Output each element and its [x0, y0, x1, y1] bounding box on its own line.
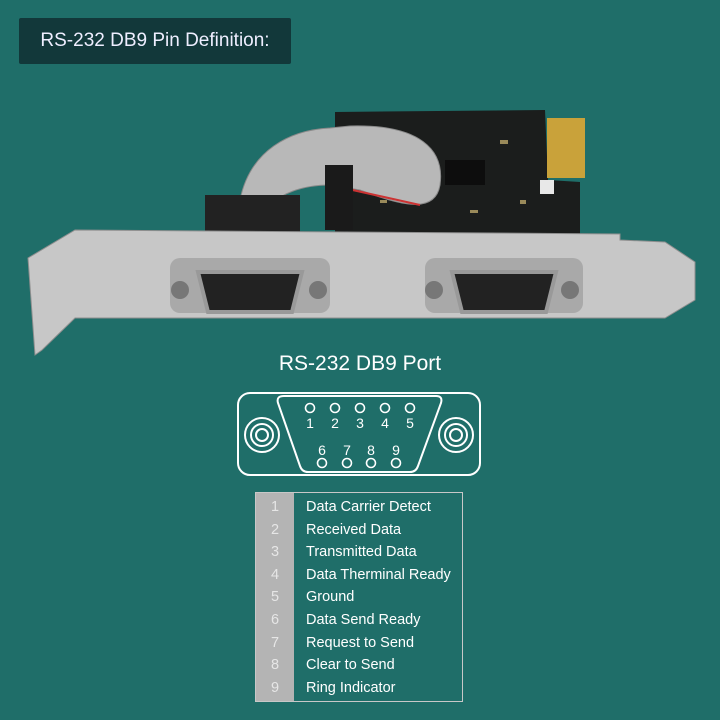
pin-name: Request to Send — [306, 634, 415, 651]
table-row: 1 Data Carrier Detect — [256, 496, 462, 519]
connector-shell — [276, 395, 443, 473]
pin-label: 1 — [306, 415, 314, 431]
pin-number: 3 — [270, 544, 280, 561]
table-row: 4 Data Therminal Ready — [256, 564, 462, 587]
pin-number: 4 — [270, 566, 280, 583]
pin-7 — [341, 457, 353, 469]
table-row: 7 Request to Send — [256, 632, 462, 655]
port-title: RS-232 DB9 Port — [278, 352, 442, 375]
pin-name: Data Therminal Ready — [306, 566, 451, 583]
pin-name: Received Data — [306, 521, 402, 538]
db9-connector-left — [170, 258, 330, 314]
page-title: RS-232 DB9 Pin Definition: — [19, 18, 291, 64]
connector-outline — [237, 392, 481, 476]
screw-icon-right — [438, 417, 474, 453]
pin-5 — [404, 402, 416, 414]
pcie-gold-fingers — [547, 118, 585, 178]
pin-name: Data Send Ready — [306, 612, 421, 628]
pin-label: 2 — [331, 415, 339, 431]
pin-4 — [379, 402, 391, 414]
table-row: 3 Transmitted Data — [256, 541, 462, 564]
pin-8 — [365, 457, 377, 469]
number-column — [256, 493, 294, 701]
pin-label: 9 — [392, 442, 400, 458]
pin-number: 5 — [270, 589, 280, 606]
pin-number: 6 — [270, 612, 280, 628]
pin-label: 4 — [381, 415, 389, 431]
pcie-serial-card-photo — [27, 110, 696, 356]
pin-name: Clear to Send — [306, 657, 395, 674]
db9-connector-right — [425, 258, 583, 314]
table-row: 9 Ring Indicator — [256, 677, 462, 700]
pin-label: 7 — [343, 442, 351, 458]
pin-6 — [316, 457, 328, 469]
pin-label: 3 — [356, 415, 364, 431]
screw-icon-left — [244, 417, 280, 453]
table-row: 5 Ground — [256, 586, 462, 609]
pin-definition-table: 1 Data Carrier Detect 2 Received Data 3 Tra… — [255, 492, 463, 702]
pin-2 — [329, 402, 341, 414]
pin-label: 5 — [406, 415, 414, 431]
table-row: 6 Data Send Ready — [256, 609, 462, 632]
pin-name: Transmitted Data — [306, 544, 417, 561]
pin-number: 7 — [270, 634, 280, 651]
pin-1 — [304, 402, 316, 414]
pin-name: Ground — [306, 589, 355, 606]
table-row: 8 Clear to Send — [256, 654, 462, 677]
pin-name: Data Carrier Detect — [306, 499, 431, 515]
pin-label: 6 — [318, 442, 326, 458]
table-row: 2 Received Data — [256, 519, 462, 542]
pin-number: 2 — [270, 521, 280, 538]
pin-9 — [390, 457, 402, 469]
pin-label: 8 — [367, 442, 375, 458]
pin-number: 8 — [270, 657, 280, 674]
pin-3 — [354, 402, 366, 414]
pin-number: 1 — [270, 499, 280, 515]
pin-number: 9 — [270, 679, 280, 696]
pin-name: Ring Indicator — [306, 679, 396, 696]
